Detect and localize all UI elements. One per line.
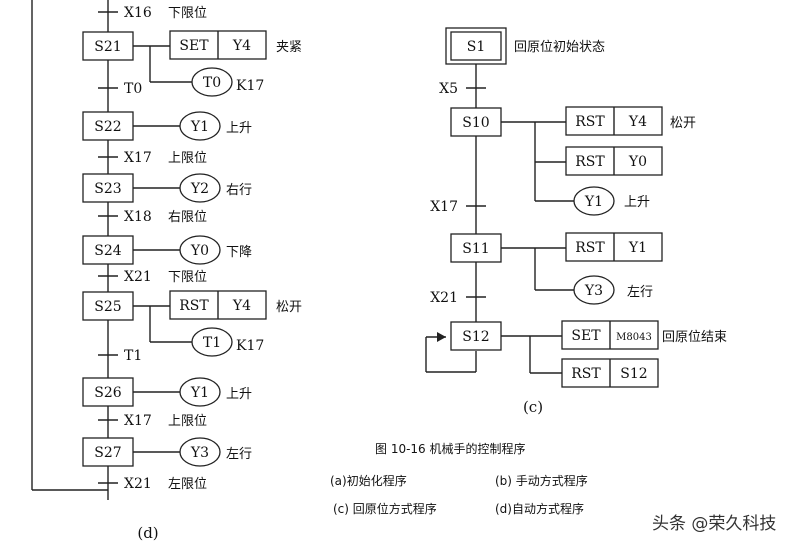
c-initial-note: 回原位初始状态 — [514, 40, 605, 55]
c-action-operand: Y1 — [628, 240, 647, 256]
d-transition-note: 左限位 — [168, 477, 207, 492]
c-step-coil-label: Y1 — [584, 194, 603, 210]
c-coil-note: 上升 — [624, 195, 650, 210]
d-transition-signal: X18 — [124, 209, 152, 225]
d-step-label: S22 — [94, 119, 121, 135]
c-step-box — [450, 321, 502, 351]
d-coil-note: 右行 — [226, 183, 252, 198]
d-coil-note: 上升 — [226, 387, 252, 402]
caption-title: 图 10-16 机械手的控制程序 — [375, 442, 526, 456]
c-initial-label: S1 — [467, 39, 486, 55]
d-panel-label: (d) — [137, 524, 158, 542]
d-transition-signal: T0 — [124, 81, 142, 97]
d-timer-coil-label: T0 — [203, 75, 221, 91]
c-action-note: 松开 — [670, 116, 696, 131]
d-transition-note: 右限位 — [168, 210, 207, 225]
d-action-op: RST — [179, 298, 209, 314]
d-action-op: SET — [179, 38, 209, 54]
watermark: 头条 @荣久科技 — [652, 514, 777, 534]
d-transition-signal: X21 — [124, 476, 152, 492]
d-transition-signal: X17 — [124, 413, 152, 429]
d-action-operand: Y4 — [232, 38, 251, 54]
d-step-coil-label: Y3 — [190, 445, 209, 461]
d-transition-note: 上限位 — [168, 414, 207, 429]
c-action-op: RST — [571, 366, 601, 382]
c-action-op: RST — [575, 154, 605, 170]
d-step-coil — [179, 235, 221, 265]
d-transition-signal: X21 — [124, 269, 152, 285]
c-action-op: RST — [575, 114, 605, 130]
d-transition-signal: T1 — [124, 348, 142, 364]
c-step-label: S11 — [462, 241, 489, 257]
c-action-operand: Y0 — [628, 154, 647, 170]
d-step-coil — [179, 437, 221, 467]
c-step-box — [450, 107, 502, 137]
caption-item-a: (a)初始化程序 — [330, 474, 407, 488]
d-action-note: 夹紧 — [276, 40, 302, 55]
d-step-box — [82, 31, 134, 61]
d-coil-note: 上升 — [226, 121, 252, 136]
c-step-label: S10 — [462, 115, 489, 131]
c-action-operand: M8043 — [616, 332, 652, 343]
c-transition-signal: X5 — [439, 81, 458, 97]
d-step-coil-label: Y2 — [190, 181, 209, 197]
d-action-note: 松开 — [276, 300, 302, 315]
d-step-label: S21 — [94, 39, 121, 55]
c-panel-label: (c) — [523, 398, 543, 416]
d-step-label: S23 — [94, 181, 121, 197]
d-step-coil-label: Y1 — [190, 385, 209, 401]
d-coil-note: 左行 — [226, 447, 252, 462]
c-step-box — [450, 233, 502, 263]
d-step-label: S26 — [94, 385, 121, 401]
c-coil-note: 左行 — [627, 285, 653, 300]
c-action-note: 回原位结束 — [662, 330, 727, 345]
d-step-box — [82, 377, 134, 407]
d-transition-note: 下限位 — [168, 270, 207, 285]
d-timer-k: K17 — [236, 338, 264, 354]
c-transition-signal: X17 — [430, 199, 458, 215]
c-step-label: S12 — [462, 329, 489, 345]
d-step-coil — [179, 173, 221, 203]
caption-item-c: (c) 回原位方式程序 — [333, 502, 437, 516]
c-transition-signal: X21 — [430, 290, 458, 306]
d-step-box — [82, 173, 134, 203]
c-action-operand: Y4 — [628, 114, 647, 130]
d-step-coil — [179, 111, 221, 141]
d-transition-note: 上限位 — [168, 151, 207, 166]
d-step-label: S27 — [94, 445, 121, 461]
d-step-box — [82, 291, 134, 321]
d-action-operand: Y4 — [232, 298, 251, 314]
c-action-op: SET — [571, 328, 601, 344]
d-step-coil-label: Y1 — [190, 119, 209, 135]
c-action-op: RST — [575, 240, 605, 256]
caption-item-b: (b) 手动方式程序 — [495, 474, 588, 488]
d-coil-note: 下降 — [226, 245, 252, 260]
c-step-coil — [573, 186, 615, 216]
d-timer-coil-label: T1 — [203, 335, 221, 351]
d-step-coil-label: Y0 — [190, 243, 209, 259]
c-step-coil-label: Y3 — [584, 283, 603, 299]
c-action-operand: S12 — [620, 366, 647, 382]
d-step-label: S25 — [94, 299, 121, 315]
d-timer-k: K17 — [236, 78, 264, 94]
c-step-coil — [573, 275, 615, 305]
d-timer-coil — [191, 67, 233, 97]
d-transition-signal: X17 — [124, 150, 152, 166]
d-transition-signal: X16 — [124, 5, 152, 21]
d-transition-note: 下限位 — [168, 6, 207, 21]
caption-item-d: (d)自动方式程序 — [495, 502, 584, 516]
d-step-coil — [179, 377, 221, 407]
d-step-label: S24 — [94, 243, 121, 259]
d-timer-coil — [191, 327, 233, 357]
c-initial-inner — [450, 31, 502, 61]
